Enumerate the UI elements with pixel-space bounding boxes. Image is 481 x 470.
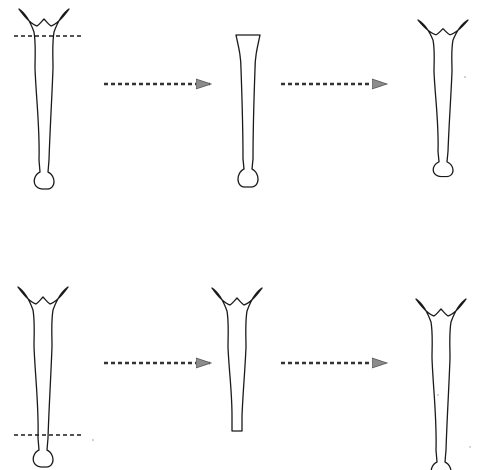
top-cut-piece [235, 34, 261, 188]
top-regenerated-organism [417, 19, 469, 178]
bottom-cut-piece [211, 287, 263, 432]
bottom-whole-organism [17, 286, 69, 468]
top-row [14, 8, 469, 190]
bottom-regenerated-organism [415, 298, 467, 470]
bottom-row [14, 286, 467, 470]
scan-specks [92, 76, 471, 448]
